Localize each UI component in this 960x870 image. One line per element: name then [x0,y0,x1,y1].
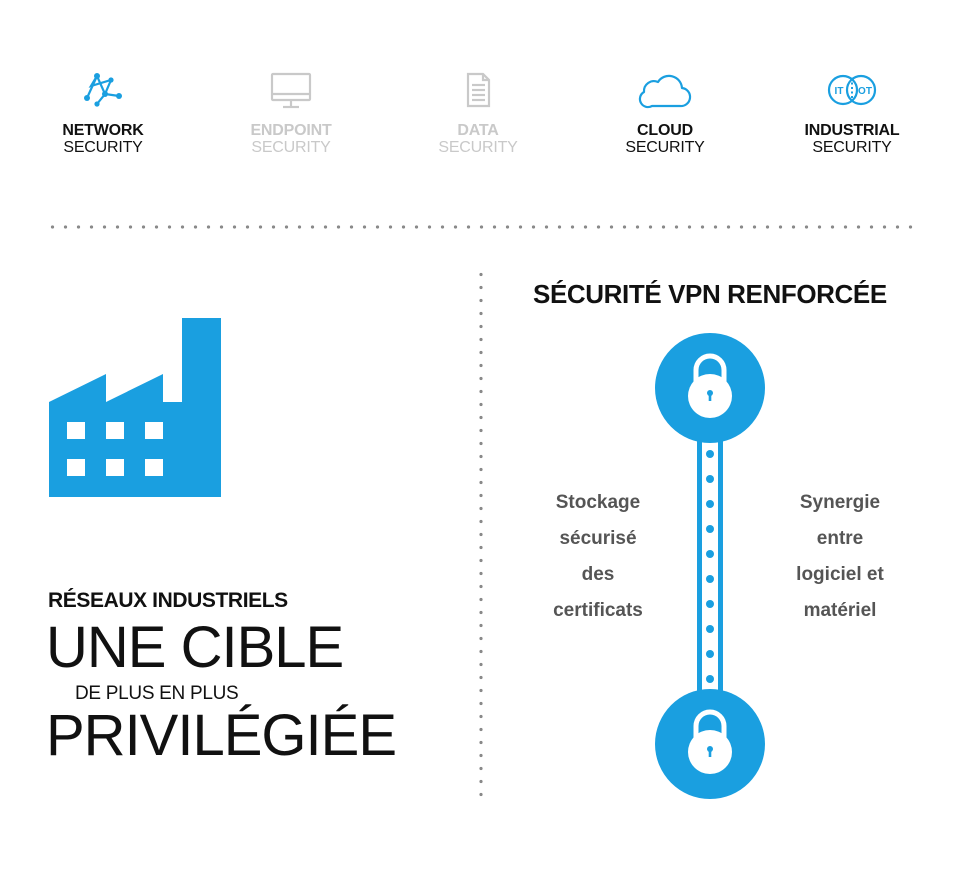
nav-item-network-security[interactable]: NETWORK SECURITY [28,70,178,156]
factory-icon [49,318,221,497]
tunnel-dots [706,450,714,683]
feature-line: Synergie [799,492,881,513]
nav-label-line2: SECURITY [251,139,331,156]
feature-line: certificats [553,600,643,621]
feature-certificate-storage: Stockage sécurisé des certificats [508,485,688,629]
nav-item-data-security[interactable]: DATA SECURITY [403,70,553,156]
it-ot-icon: IT OT [827,74,877,106]
headline-kicker: RÉSEAUX INDUSTRIELS [48,589,288,612]
nav-label-line2: SECURITY [625,139,705,156]
feature-line: logiciel et [796,564,884,585]
nav-label-line1: DATA [457,122,499,139]
it-label: IT [835,86,844,97]
nav-label-line1: CLOUD [637,122,693,139]
nav-label-line1: INDUSTRIAL [804,122,900,139]
ot-label: OT [858,86,872,97]
nav-label-line2: SECURITY [812,139,892,156]
nav-label-line2: SECURITY [438,139,518,156]
headline-line-3: PRIVILÉGIÉE [46,703,397,768]
feature-line: matériel [803,600,877,621]
network-icon [84,73,122,107]
monitor-icon [270,72,312,109]
feature-line: entre [816,528,864,549]
nav-item-cloud-security[interactable]: CLOUD SECURITY [590,70,740,156]
feature-line: Stockage [555,492,641,513]
horizontal-dotted-divider [46,225,920,229]
cloud-icon [638,74,692,109]
lock-icon-bottom [655,689,765,799]
nav-label-line1: ENDPOINT [250,122,332,139]
document-icon [466,72,491,108]
feature-software-hardware-synergy: Synergie entre logiciel et matériel [750,485,930,629]
headline-line-1: UNE CIBLE [46,615,344,680]
nav-item-industrial-security[interactable]: IT OT INDUSTRIAL SECURITY [777,70,927,156]
vertical-dotted-divider [479,268,483,800]
headline-line-2: DE PLUS EN PLUS [75,683,239,704]
vpn-title: SÉCURITÉ VPN RENFORCÉE [533,279,887,309]
nav-label-line2: SECURITY [63,139,143,156]
feature-line: sécurisé [559,528,637,549]
nav-label-line1: NETWORK [62,122,144,139]
nav-item-endpoint-security[interactable]: ENDPOINT SECURITY [216,70,366,156]
feature-line: des [581,564,615,585]
security-nav: NETWORK SECURITY ENDPOINT SECURITY [0,0,960,200]
vpn-tunnel-diagram [655,333,765,799]
lock-icon-top [655,333,765,443]
